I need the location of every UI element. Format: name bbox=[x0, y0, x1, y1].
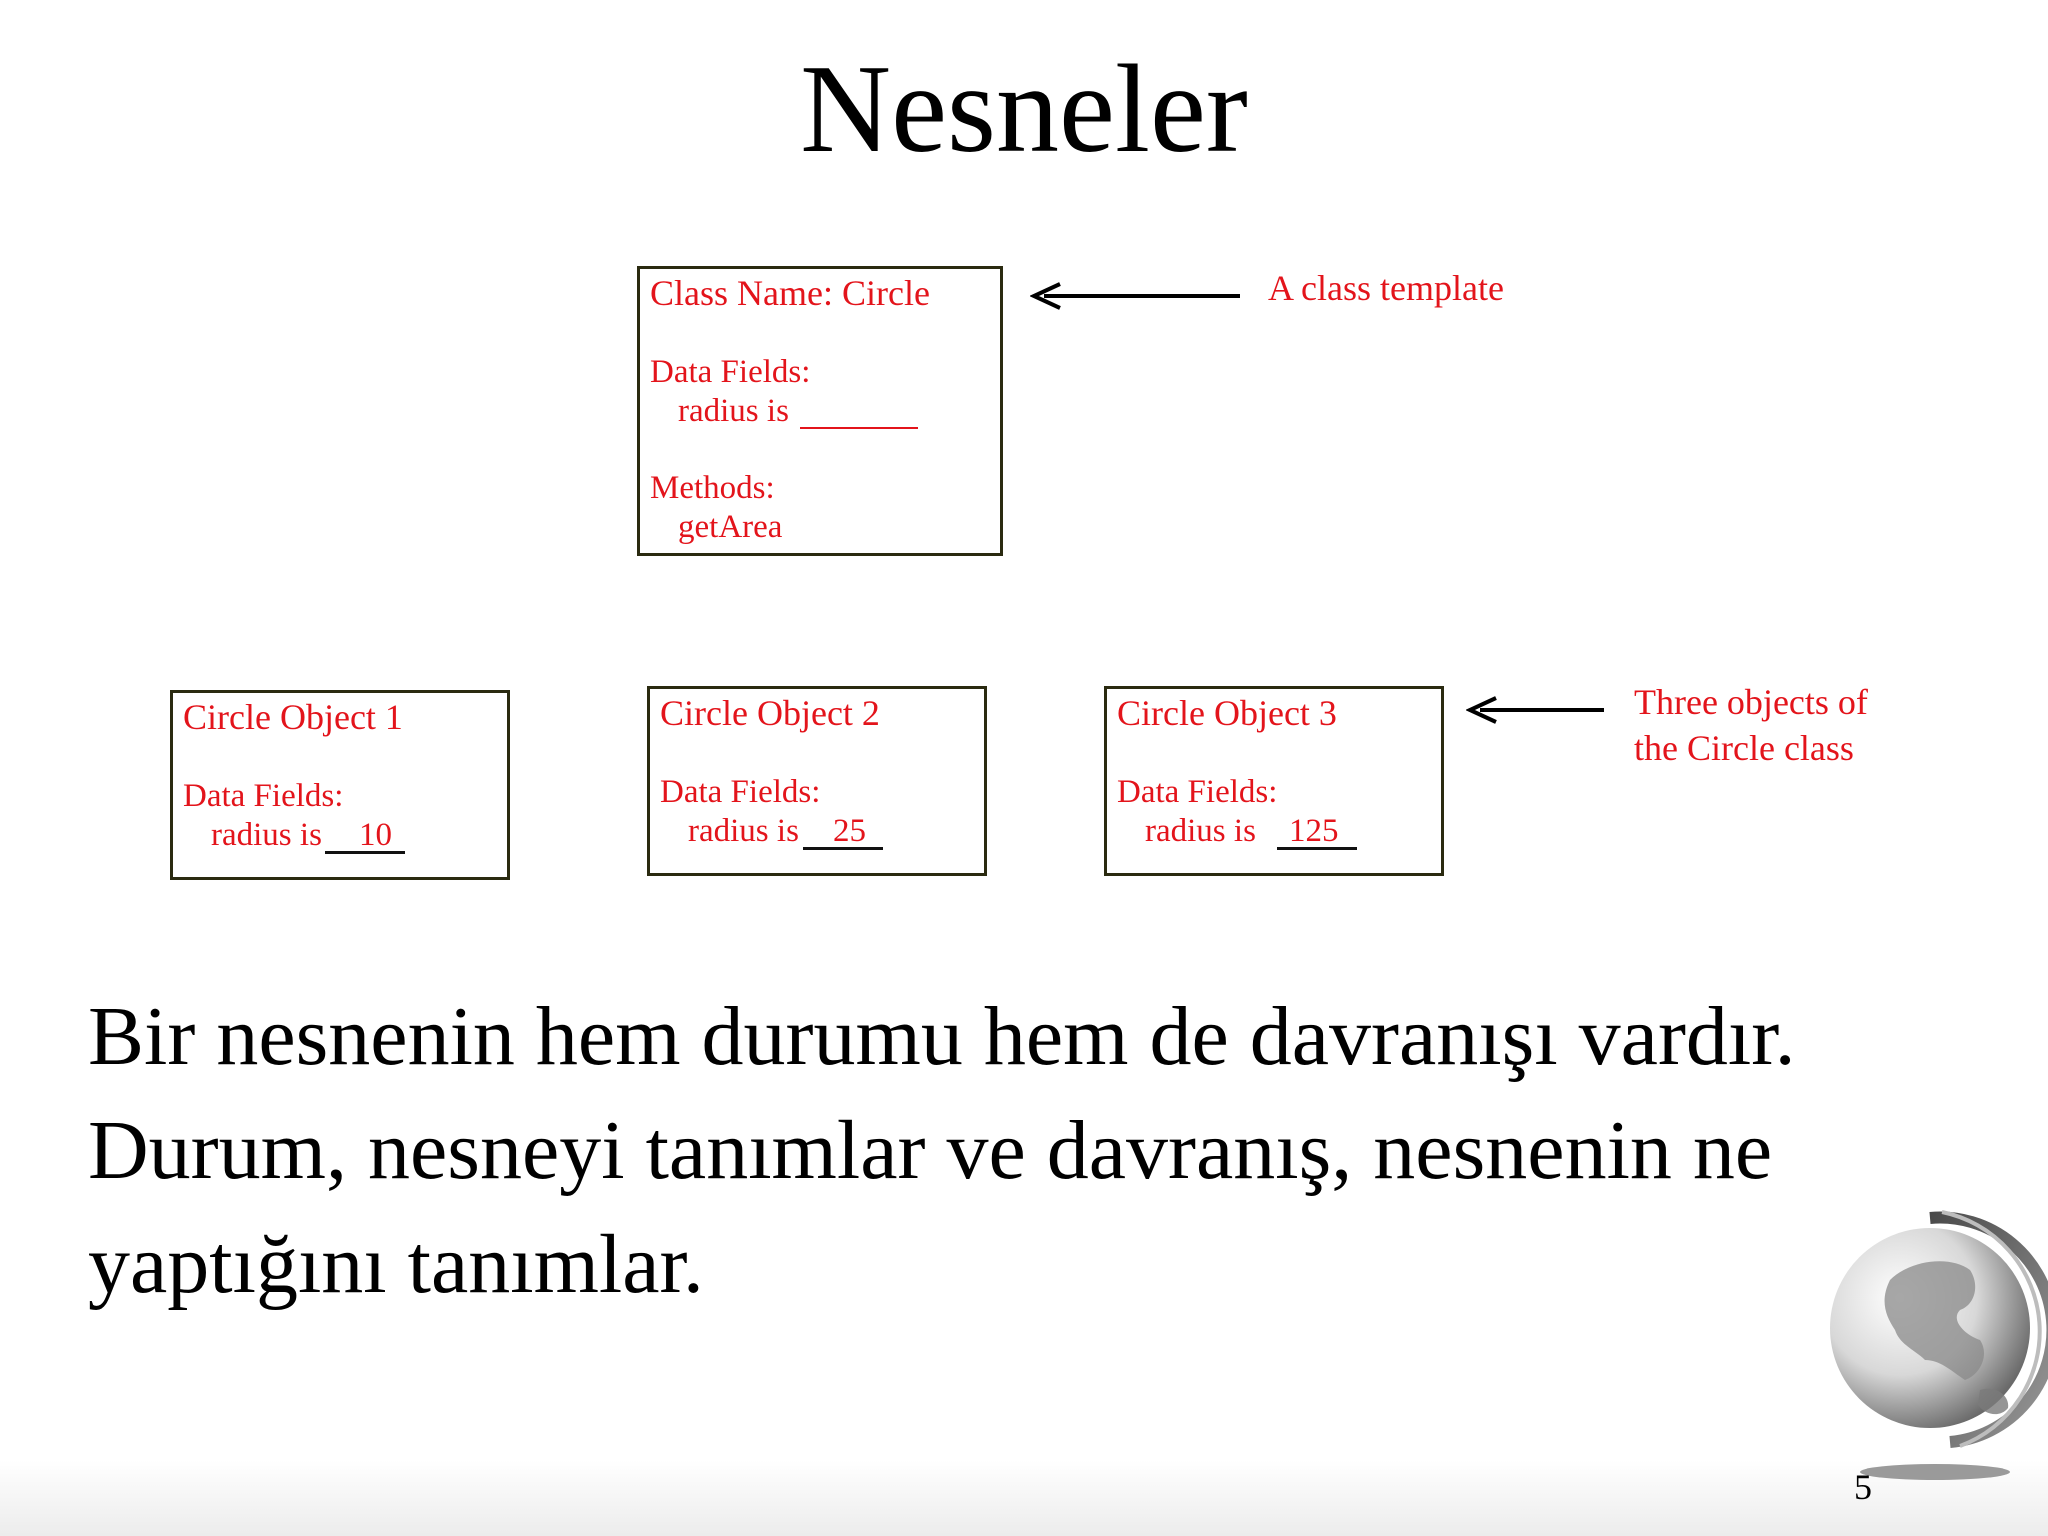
object-value-underline bbox=[1277, 847, 1357, 850]
page-number: 5 bbox=[1854, 1467, 1872, 1507]
object-field-value: 125 bbox=[1289, 813, 1339, 849]
object-value-underline bbox=[325, 851, 405, 854]
body-line-3: yaptığını tanımlar. bbox=[88, 1218, 704, 1311]
arrow-left-icon bbox=[1030, 282, 1240, 310]
object-value-underline bbox=[803, 847, 883, 850]
class-template-annotation: A class template bbox=[1268, 268, 1504, 308]
class-template-box: Class Name: Circle Data Fields: radius i… bbox=[637, 266, 1003, 556]
body-line-2: Durum, nesneyi tanımlar ve davranış, nes… bbox=[88, 1104, 1773, 1197]
circle-object-box: Circle Object 3 Data Fields: radius is 1… bbox=[1104, 686, 1444, 876]
object-data-fields-label: Data Fields: bbox=[660, 774, 821, 810]
class-field-label: radius is bbox=[678, 393, 789, 429]
arrow-left-icon bbox=[1466, 696, 1604, 724]
object-data-fields-label: Data Fields: bbox=[183, 778, 344, 814]
objects-annotation-line2: the Circle class bbox=[1634, 728, 1854, 768]
object-field-value: 10 bbox=[359, 817, 392, 853]
object-field-value: 25 bbox=[833, 813, 866, 849]
class-data-fields-label: Data Fields: bbox=[650, 354, 811, 390]
object-field-label: radius is bbox=[688, 813, 799, 849]
circle-object-box: Circle Object 2 Data Fields: radius is 2… bbox=[647, 686, 987, 876]
object-data-fields-label: Data Fields: bbox=[1117, 774, 1278, 810]
class-name-label: Class Name: Circle bbox=[650, 273, 930, 313]
slide-bottom-fade bbox=[0, 1460, 2048, 1536]
object-name-label: Circle Object 2 bbox=[660, 693, 880, 733]
object-field-label: radius is bbox=[211, 817, 322, 853]
class-field-blank bbox=[800, 427, 918, 429]
body-line-1: Bir nesnenin hem durumu hem de davranışı… bbox=[88, 990, 1796, 1083]
class-method-label: getArea bbox=[678, 509, 783, 545]
objects-annotation-line1: Three objects of bbox=[1634, 682, 1868, 722]
object-field-label: radius is bbox=[1145, 813, 1256, 849]
object-name-label: Circle Object 3 bbox=[1117, 693, 1337, 733]
object-name-label: Circle Object 1 bbox=[183, 697, 403, 737]
class-methods-label: Methods: bbox=[650, 470, 775, 506]
circle-object-box: Circle Object 1 Data Fields: radius is 1… bbox=[170, 690, 510, 880]
slide-title: Nesneler bbox=[800, 40, 1248, 179]
globe-logo-icon bbox=[1830, 1210, 2048, 1480]
slide-body-text: Bir nesnenin hem durumu hem de davranışı… bbox=[88, 980, 1988, 1322]
